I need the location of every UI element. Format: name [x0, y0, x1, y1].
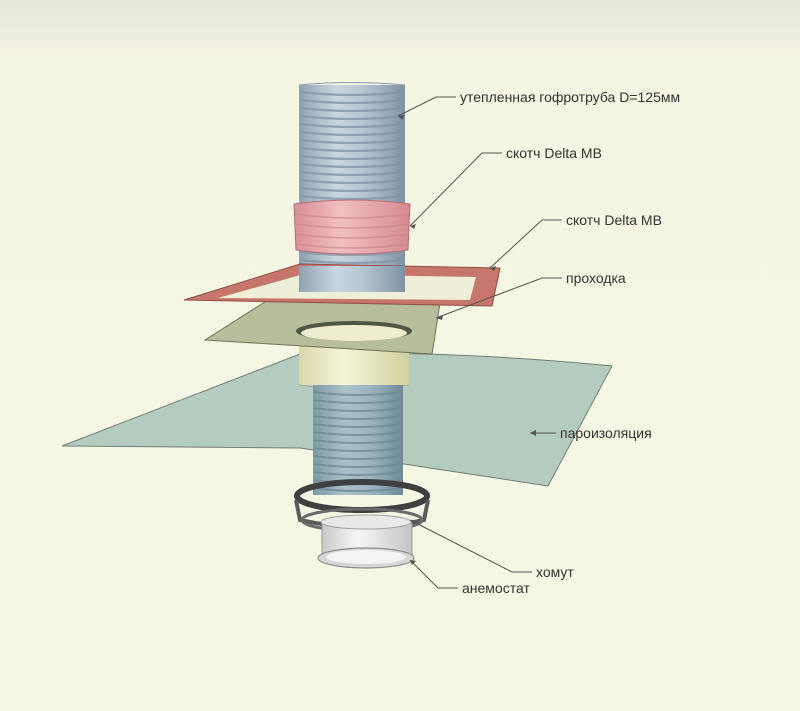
leader-diffuser [409, 559, 458, 589]
duct-rib [313, 431, 403, 436]
duct-rib [299, 170, 405, 177]
mounting-plate [203, 299, 441, 355]
label-tape-wrap: скотч Delta MB [506, 145, 602, 161]
leader-duct [397, 96, 456, 117]
duct-rib [299, 186, 405, 193]
duct-rib [313, 391, 403, 396]
label-passthrough: проходка [566, 270, 626, 286]
duct-rib [313, 463, 403, 468]
label-vapor-barrier: пароизоляция [560, 425, 652, 441]
duct-rib [299, 106, 405, 113]
duct-rib [313, 439, 403, 444]
duct-rib [313, 407, 403, 412]
duct-rib [313, 399, 403, 404]
duct-rib [299, 98, 405, 105]
duct-rib [299, 258, 405, 265]
label-duct: утепленная гофротруба D=125мм [460, 89, 681, 105]
air-diffuser [317, 514, 415, 569]
label-tape-frame: скотч Delta MB [566, 212, 662, 228]
label-diffuser: анемостат [462, 580, 530, 596]
leader-tape1 [409, 152, 502, 227]
leader-passthrough [435, 277, 562, 319]
header-band [0, 0, 800, 56]
duct-rib [313, 487, 403, 492]
duct-rib [299, 146, 405, 153]
duct-rib [313, 455, 403, 460]
lower-corrugated-duct [313, 385, 403, 495]
duct-rib [299, 250, 405, 257]
duct-rib [299, 162, 405, 169]
duct-rib [299, 90, 405, 97]
duct-rib [299, 194, 405, 201]
leader-arrowheads [398, 115, 536, 565]
duct-rib [299, 154, 405, 161]
duct-rib [313, 415, 403, 420]
delta-mb-tape-frame [183, 263, 501, 307]
leader-tape2 [489, 219, 562, 269]
leader-lines [397, 96, 562, 589]
duct-rib [313, 447, 403, 452]
duct-rib [299, 138, 405, 145]
duct-rib [299, 130, 405, 137]
delta-mb-tape-wrap [293, 199, 411, 255]
duct-rib [299, 114, 405, 121]
duct-rib [313, 471, 403, 476]
label-clamp: хомут [536, 564, 574, 580]
duct-rib [313, 423, 403, 428]
duct-rib [299, 178, 405, 185]
duct-rib [299, 122, 405, 129]
leader-clamp [409, 519, 532, 573]
